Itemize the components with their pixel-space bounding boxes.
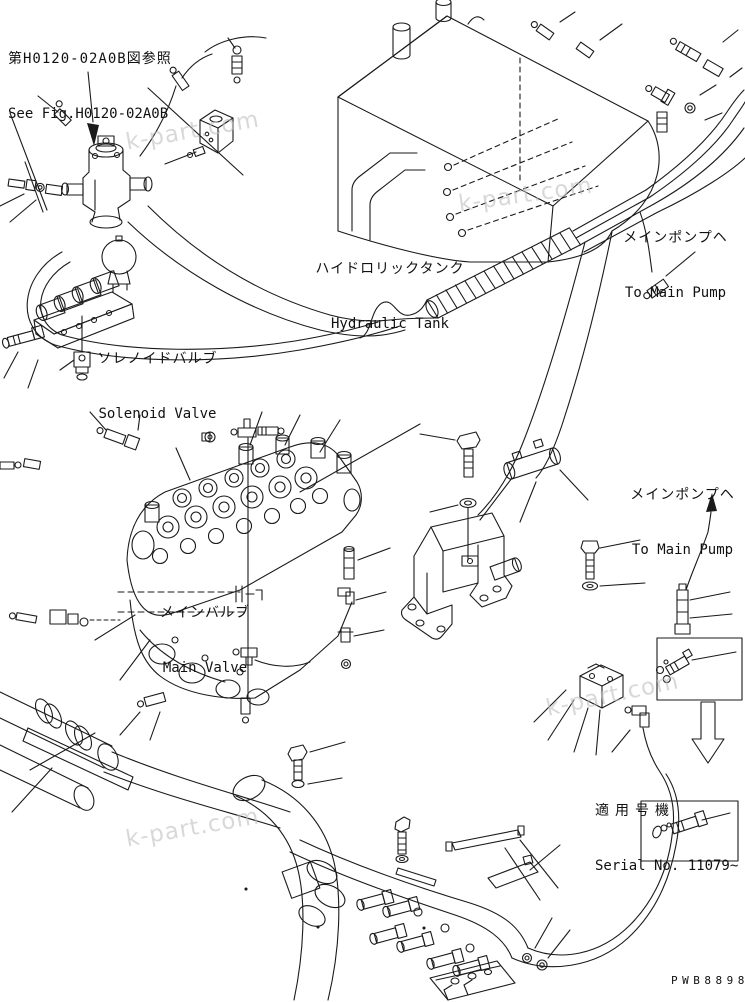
pump-line-fitting-top [643,251,696,300]
reference-arrow [87,123,99,146]
main-valve-drawing [0,411,421,741]
drawing-number: PWB8898 [671,974,745,987]
main-valve-label: メインバルブ Main Valve [160,605,250,676]
up-arrow [706,493,717,512]
reference-note-jp: 第H0120-02A0B図参照 [8,51,172,68]
solenoid-valve-drawing [1,235,137,389]
bottom-left-pipes [0,691,291,829]
hose-lines-upper [26,89,745,516]
down-arrow [691,701,725,764]
to-main-pump-line-mid [580,493,733,635]
reference-note-en: See Fig.H0120-02A0B [8,105,169,122]
bottom-center-assembly [232,727,680,1001]
to-main-pump-label-top: メインポンプヘ To Main Pump [623,230,728,301]
callout-box-2 [640,800,739,862]
to-main-pump-label-mid: メインポンプヘ To Main Pump [630,487,735,558]
callout-box-1 [656,637,743,701]
tank-fittings [530,11,743,133]
pilot-valve-assembly [0,36,267,229]
hydraulic-tank-drawing [337,0,660,263]
bottom-right-group [533,637,743,862]
spiral-wrapped-hose-bundle [425,227,582,319]
reference-note: 第H0120-02A0B図参照 See Fig.H0120-02A0B [8,14,172,160]
serial-label: 適用号機 Serial No. 11079~ [595,803,739,874]
hydraulic-tank-label: ハイドロリックタンク Hydraulic Tank [315,261,465,332]
small-block [164,109,234,165]
spool-caps [144,434,352,565]
mounting-bracket [400,431,589,640]
solenoid-valve-label: ソレノイドバルブ Solenoid Valve [97,351,218,422]
